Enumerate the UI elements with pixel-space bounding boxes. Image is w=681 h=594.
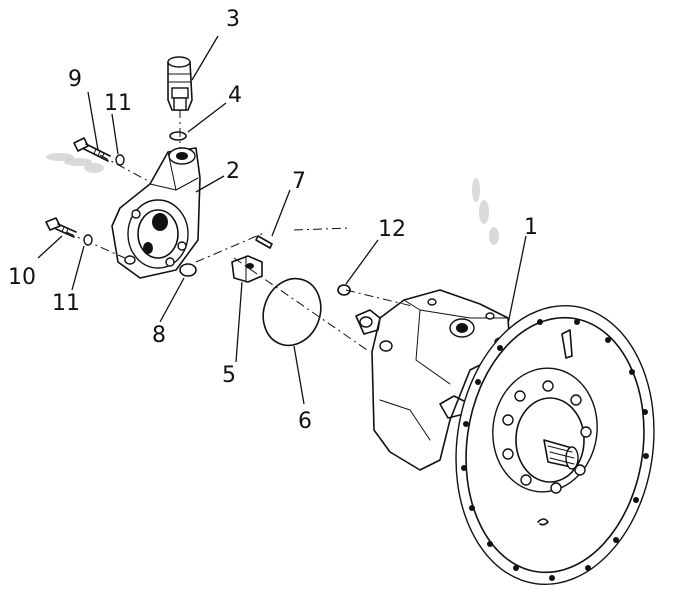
part-6-o-ring: [262, 277, 322, 347]
part-2-pump-cover: [111, 147, 201, 279]
leader-lines: [37, 35, 527, 405]
callout-7: 7: [292, 169, 306, 194]
callout-3: 3: [226, 7, 240, 32]
part-10-bolt: [45, 217, 77, 238]
part-11-washer-lower: [83, 234, 93, 246]
callout-4: 4: [228, 83, 242, 108]
part-1-main-pump: [355, 289, 655, 586]
watermark-smudges: [46, 153, 499, 245]
callout-10: 10: [8, 265, 36, 290]
callout-9: 9: [68, 67, 82, 92]
callout-12: 12: [378, 217, 406, 242]
callout-5: 5: [222, 363, 236, 388]
part-4-o-ring: [169, 131, 187, 141]
callout-11-upper: 11: [104, 91, 132, 116]
callout-labels: 3 4 9 11 2 7 12 1 10 11 8 5 6: [8, 7, 538, 434]
part-8-o-ring: [179, 263, 197, 277]
callout-1: 1: [524, 215, 538, 240]
part-7-pin: [255, 235, 273, 249]
callout-6: 6: [298, 409, 312, 434]
callout-11-lower: 11: [52, 291, 80, 316]
callout-2: 2: [226, 159, 240, 184]
part-3-valve-cartridge: [167, 56, 193, 111]
part-11-washer-upper: [115, 154, 125, 166]
part-5-sleeve: [231, 255, 263, 283]
assembly-centerlines: [65, 90, 413, 353]
part-12-o-ring: [337, 284, 351, 296]
callout-8: 8: [152, 323, 166, 348]
